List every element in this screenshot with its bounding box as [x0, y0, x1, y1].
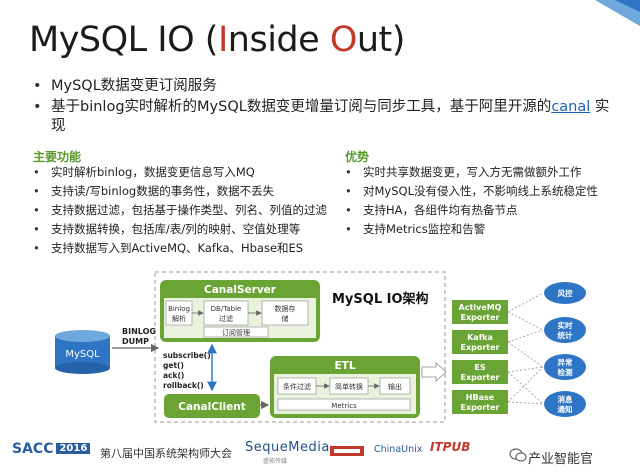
canal-client — [164, 394, 260, 418]
advantage-item: 支持HA，各组件均有热备节点 — [345, 203, 610, 217]
binlog-dump-label-2: DUMP — [122, 337, 149, 346]
svg-text:Exporter: Exporter — [461, 313, 500, 322]
svg-text:异常: 异常 — [558, 357, 573, 367]
canal-client-label: CanalClient — [178, 401, 245, 413]
canal-server: CanalServer Binlog 解析 DB/Table 过滤 数据存 储 … — [160, 280, 320, 342]
itpub-logo: ITPUB — [430, 440, 471, 454]
feature-item: 支持读/写binlog数据的事务性，数据不丢失 — [33, 184, 333, 198]
slide-title: MySQL IO (Inside Out) — [29, 20, 405, 60]
feature-item: 支持数据转换，包括库/表/列的映射、空值处理等 — [33, 222, 333, 236]
wechat-account-name: 产业智能官 — [528, 452, 594, 467]
conference-name: 第八届中国系统架构师大会 — [100, 447, 232, 460]
svg-text:get(): get() — [163, 361, 184, 370]
svg-text:Kafka: Kafka — [467, 333, 493, 342]
feature-item: 支持数据过滤，包括基于操作类型、列名、列值的过滤 — [33, 203, 333, 217]
features-heading: 主要功能 — [33, 150, 82, 164]
svg-text:rollback(): rollback() — [163, 381, 204, 390]
advantages-list: 实时共享数据变更，写入方无需做额外工作 对MySQL没有侵入性，不影响线上系统稳… — [345, 165, 610, 241]
svg-text:Exporter: Exporter — [461, 343, 500, 352]
canal-link[interactable]: canal — [551, 99, 591, 115]
svg-text:通知: 通知 — [558, 404, 573, 414]
svg-text:Binlog: Binlog — [168, 305, 190, 313]
binlog-dump-label-1: BINLOG — [122, 327, 156, 336]
mysql-label: MySQL — [65, 349, 100, 360]
corner-decoration — [595, 0, 640, 26]
svg-text:HBase: HBase — [466, 393, 495, 402]
svg-text:风控: 风控 — [558, 288, 573, 298]
svg-text:统计: 统计 — [558, 330, 573, 340]
svg-text:ES: ES — [474, 363, 485, 372]
svg-text:实时: 实时 — [558, 320, 573, 330]
sponsor-logo-icon — [330, 446, 364, 456]
exporter-consumer-links — [507, 292, 544, 405]
svg-text:输出: 输出 — [388, 382, 402, 391]
etl-to-exporters-arrow — [421, 362, 447, 382]
advantage-item: 实时共享数据变更，写入方无需做额外工作 — [345, 165, 610, 179]
svg-text:消息: 消息 — [558, 394, 573, 404]
svg-text:Exporter: Exporter — [461, 373, 500, 382]
consumers: 风控 实时 统计 异常 检测 消息 通知 — [544, 282, 586, 417]
advantage-item: 对MySQL没有侵入性，不影响线上系统稳定性 — [345, 184, 610, 198]
svg-text:条件过滤: 条件过滤 — [283, 382, 311, 391]
svg-text:Exporter: Exporter — [461, 403, 500, 412]
main-bullet: 基于binlog实时解析的MySQL数据变更增量订阅与同步工具，基于阿里开源的c… — [33, 98, 618, 136]
metrics-label: Metrics — [331, 402, 357, 410]
svg-text:ack(): ack() — [163, 371, 184, 380]
wechat-icon — [509, 448, 527, 462]
canal-server-label: CanalServer — [204, 284, 277, 296]
svg-text:DB/Table: DB/Table — [211, 305, 242, 313]
etl-block: ETL 条件过滤 简单转换 输出 Metrics — [270, 356, 420, 418]
feature-item: 实时解析binlog，数据变更信息写入MQ — [33, 165, 333, 179]
feature-item: 支持数据写入到ActiveMQ、Kafka、Hbase和ES — [33, 241, 333, 255]
svg-text:数据存: 数据存 — [275, 304, 296, 313]
svg-text:过滤: 过滤 — [219, 314, 233, 323]
svg-text:储: 储 — [282, 314, 289, 323]
sub-manage-label: 订阅管理 — [222, 328, 250, 337]
svg-text:ActiveMQ: ActiveMQ — [459, 303, 502, 312]
etl-label: ETL — [334, 360, 355, 372]
advantage-item: 支持Metrics监控和告警 — [345, 222, 610, 236]
features-list: 实时解析binlog，数据变更信息写入MQ 支持读/写binlog数据的事务性，… — [33, 165, 333, 260]
svg-text:subscribe(): subscribe() — [163, 351, 211, 360]
exporters: ActiveMQ Exporter Kafka Exporter ES Expo… — [452, 300, 508, 414]
svg-text:简单转换: 简单转换 — [335, 382, 363, 391]
advantages-heading: 优势 — [345, 150, 370, 164]
svg-text:解析: 解析 — [172, 314, 186, 323]
main-bullet: MySQL数据变更订阅服务 — [33, 77, 618, 96]
main-bullets: MySQL数据变更订阅服务 基于binlog实时解析的MySQL数据变更增量订阅… — [33, 77, 618, 138]
mysql-database: MySQL — [55, 330, 110, 374]
svg-text:检测: 检测 — [558, 367, 573, 377]
chinaunix-logo: ChinaUnix — [374, 444, 423, 455]
diagram-title: MySQL IO架构 — [332, 291, 429, 307]
